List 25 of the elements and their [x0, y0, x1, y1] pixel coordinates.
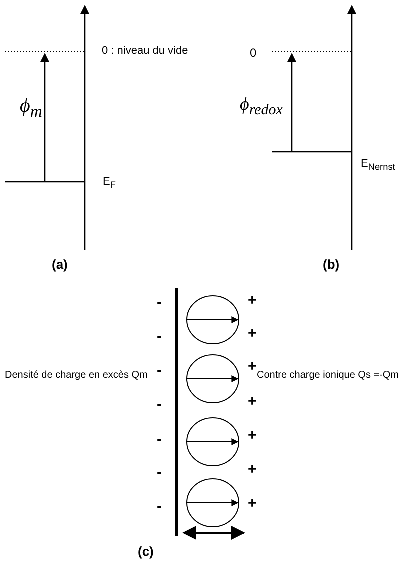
charge-sign: - — [157, 465, 162, 482]
charge-sign: + — [248, 462, 257, 478]
charge-sign: + — [248, 293, 257, 310]
panel-label: (b) — [323, 258, 340, 272]
description-text: Densité de charge en excès Qm — [5, 370, 148, 381]
work-function-symbol: ϕ$_{m}$ — [20, 95, 42, 122]
charge-sign: + — [248, 359, 257, 376]
energy-level-label: 0 — [250, 47, 257, 60]
charge-sign: - — [157, 397, 162, 414]
charge-sign: - — [157, 363, 162, 380]
charge-sign: + — [248, 496, 257, 512]
charge-sign: + — [248, 394, 257, 410]
energy-level-label: 0 : niveau du vide — [102, 45, 188, 58]
energy-level-label: E$_{F}$ — [103, 176, 116, 190]
panel-label: (a) — [52, 258, 68, 272]
charge-sign: + — [248, 428, 257, 444]
panel-label: (c) — [138, 545, 154, 560]
description-text: Contre charge ionique Qs =-Qm — [257, 370, 400, 381]
work-function-symbol: ϕ$_{redox}$ — [240, 95, 283, 120]
charge-sign: - — [157, 295, 162, 312]
charge-sign: - — [157, 499, 162, 516]
charge-sign: + — [248, 326, 257, 342]
energy-level-label: E$_{Nernst}$ — [361, 158, 396, 172]
charge-sign: - — [157, 432, 162, 448]
charge-sign: - — [157, 329, 162, 346]
